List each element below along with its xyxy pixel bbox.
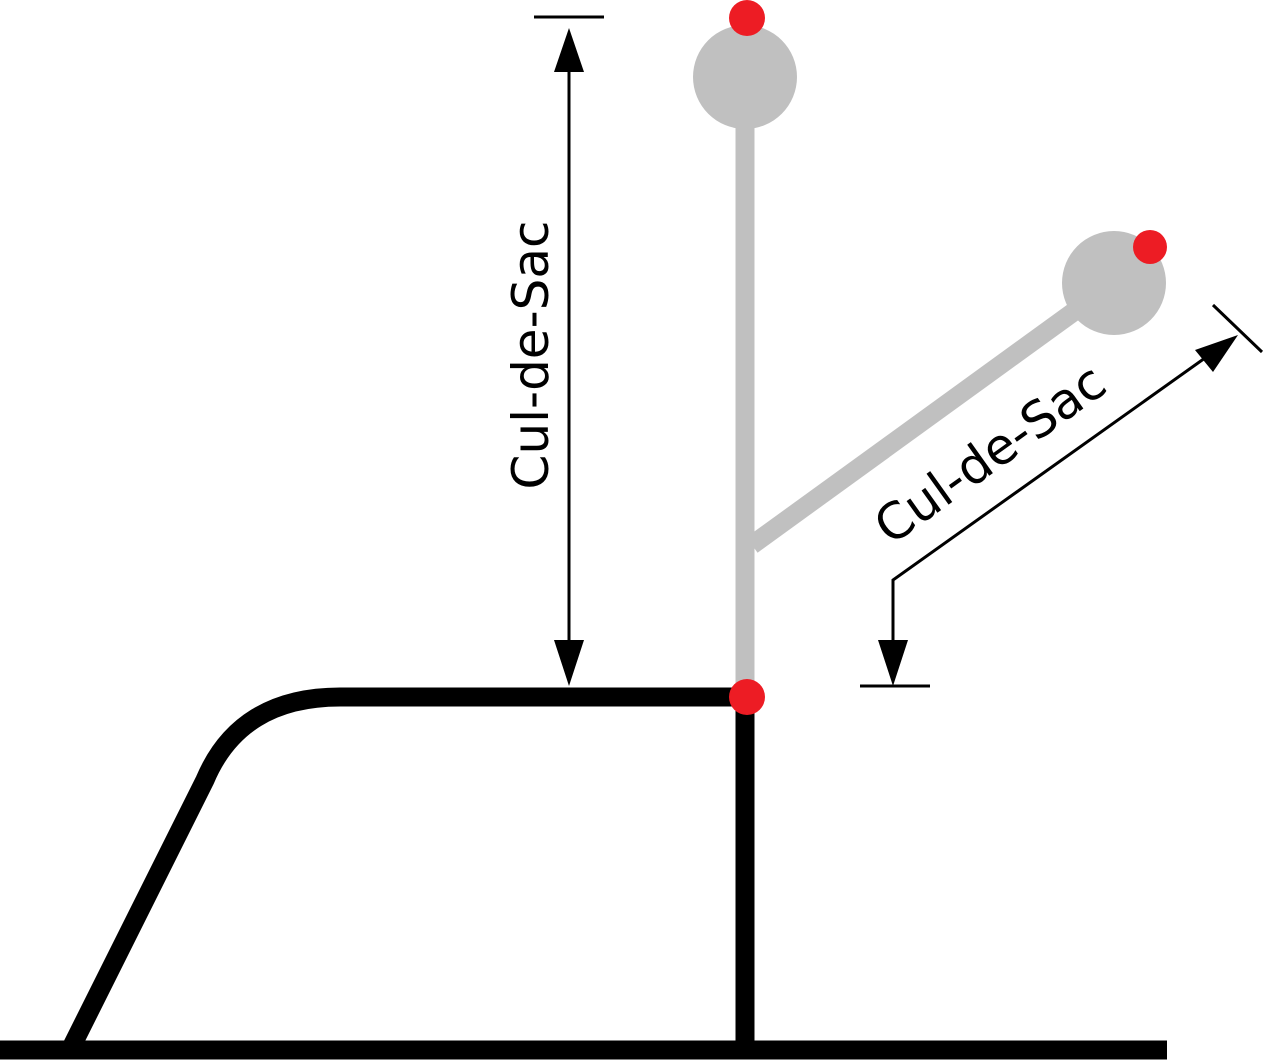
vertical-dimension (534, 15, 604, 686)
curved-road (61, 687, 745, 1055)
node-top (729, 0, 765, 36)
main-roads (0, 687, 1167, 1060)
dimension-line-diagonal (891, 356, 1206, 645)
arrowhead-down-icon (878, 640, 908, 686)
arrowhead-up-icon (554, 28, 584, 72)
vertical-dimension-label: Cul-de-Sac (502, 221, 560, 490)
node-diagonal-end (1133, 230, 1167, 264)
diagonal-dimension (860, 303, 1264, 688)
dimension-tick-diagonal (1211, 303, 1264, 354)
arrowhead-down-icon (554, 640, 584, 686)
cul-de-sac-roads (693, 25, 1166, 697)
nodes (729, 0, 1167, 715)
diagonal-cul-de-sac-stem (746, 292, 1096, 553)
vertical-cul-de-sac-bulb (693, 25, 797, 129)
arrowhead-diagonal-icon (1195, 335, 1238, 372)
node-intersection (729, 679, 765, 715)
